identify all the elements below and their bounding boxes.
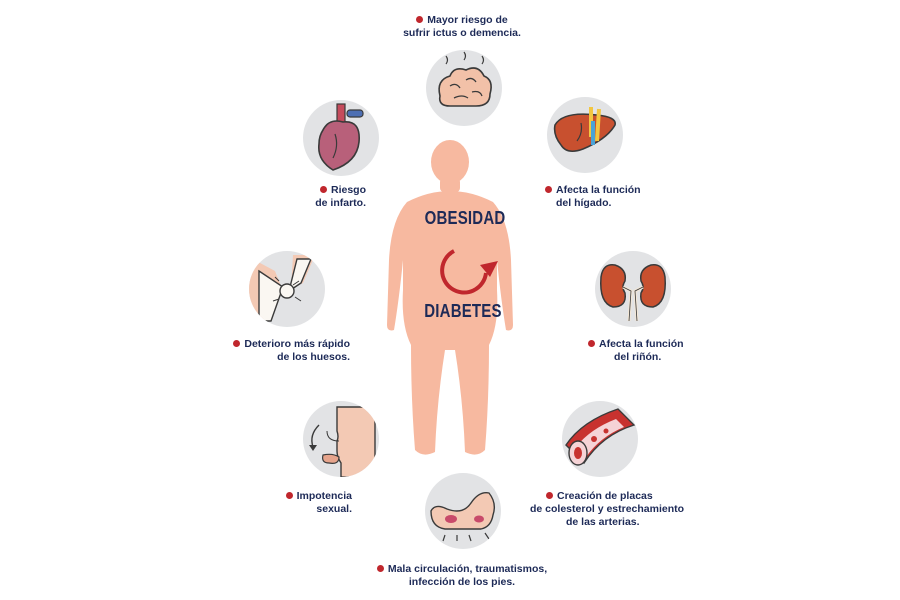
bones-icon [249,255,315,322]
bullet-dot [546,492,553,499]
heart-circle [303,100,379,176]
artery-icon [565,408,636,466]
artery-text: Creación de placas de colesterol y estre… [530,490,685,528]
artery-circle [562,401,638,477]
brain-circle [426,50,502,126]
bullet-dot [319,186,327,193]
foot-text: Mala circulación, traumatismos, infecció… [362,563,562,589]
cycle-arrow-icon [440,249,498,295]
brain-text: Mayor riesgo de sufrir ictus o demencia. [403,14,521,39]
obesity-label: OBESIDAD [424,207,506,230]
liver-text: Afecta la función del hígado. [545,184,705,210]
diabetes-label: DIABETES [424,300,502,323]
impotence-text: Impotencia sexual. [252,490,352,516]
bullet-dot [233,340,241,347]
bullet-dot [376,565,384,572]
kidneys-circle [595,251,671,327]
liver-icon [553,107,616,153]
heart-text: Riesgo de infarto. [315,184,366,209]
bullet-dot [588,340,595,347]
foot-icon [430,492,496,542]
bullet-dot [545,186,552,193]
heart-icon [317,103,364,171]
bullet-dot [416,16,424,23]
impotence-circle [303,401,379,477]
bones-circle [249,251,325,327]
kidneys-text: Afecta la función del riñón. [588,338,748,364]
brain-icon [438,51,492,107]
kidneys-icon [600,264,666,322]
bullet-dot [285,492,293,499]
impotence-icon [309,406,376,477]
human-body-figure [387,140,513,455]
bones-text: Deterioro más rápido de los huesos. [190,338,350,364]
liver-circle [547,97,623,173]
foot-circle [425,473,501,549]
